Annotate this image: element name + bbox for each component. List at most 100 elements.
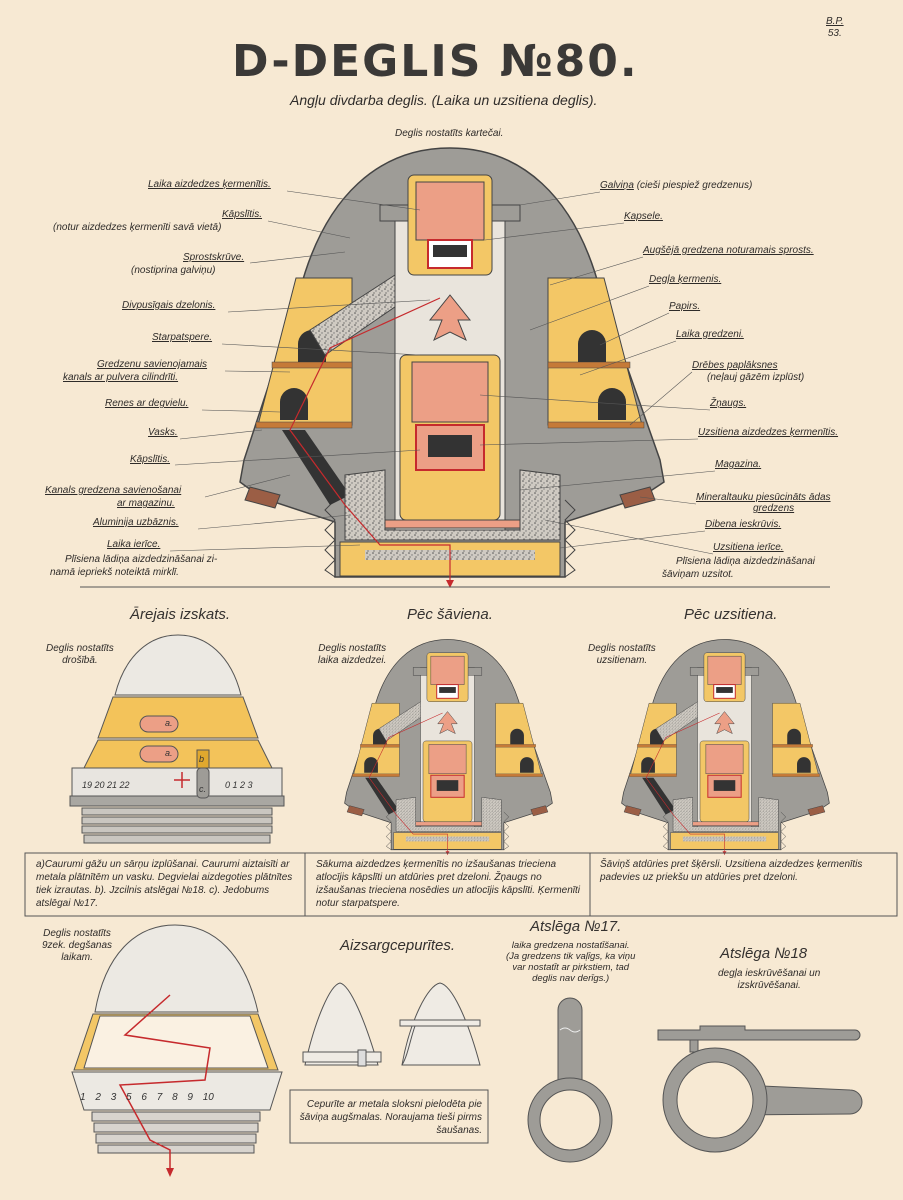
label-head-name: Galviņa [600, 180, 634, 191]
label-head: Galviņa (cieši piespiež gredzenus) [600, 180, 752, 192]
label-impact-mechanism-desc-2: šāviņam uzsitot. [662, 569, 734, 580]
scale-num: 10 [202, 1092, 214, 1103]
note-line: drošībā. [62, 655, 98, 666]
time-set-cutaway-fuse [71, 924, 283, 1177]
scale-num: 5 [126, 1092, 132, 1103]
sheet-code: B.P.53. [826, 16, 844, 40]
page-subtitle: Angļu divdarba deglis. (Laika un uzsitie… [290, 92, 598, 108]
label-impact-mechanism: Uzsitiena ierīce. [713, 542, 784, 553]
heading-after-firing: Pēc šāviena. [407, 606, 493, 623]
heading-external-view: Ārejais izskats. [130, 606, 231, 623]
mark-a-lower: a. [165, 748, 173, 758]
label-lock-screw-note: (nostiprina galviņu) [131, 265, 216, 276]
key-18-drawing [657, 1025, 863, 1153]
note-line: laika gredzena nostatīšanai. [511, 940, 630, 951]
label-leather-ring-2: gredzens [753, 503, 795, 514]
key-17-note: laika gredzena nostatīšanai.(Ja gredzens… [506, 940, 635, 984]
mark-b: b [199, 754, 205, 764]
note-line: degļa ieskrūvēšanai un [718, 968, 821, 979]
scale-num: 6 [141, 1092, 147, 1103]
sheet-code-number: 53. [827, 28, 842, 39]
label-upper-ring-lock: Augšējā gredzena noturamais sprosts. [643, 245, 814, 256]
label-cloth-washers-note: (neļauj gāzēm izplūst) [707, 372, 805, 383]
after-impact-cutaway [621, 639, 830, 856]
label-magazine: Magazina. [715, 459, 762, 470]
mark-a-upper: a. [165, 718, 173, 728]
label-bent-clip: Kāpslītis. [222, 209, 263, 220]
label-time-mechanism-desc: Plīsiena lādiņa aizdedzināšanai zi- [65, 554, 218, 565]
scale-num: 7 [156, 1092, 163, 1103]
label-capsule: Kapsele. [624, 211, 663, 222]
note-line: (Ja gredzens tik vaļīgs, ka viņu [506, 951, 636, 962]
main-setting-caption: Deglis nostatīts kartečai. [395, 128, 504, 139]
note-line: Deglis nostatīts [318, 643, 387, 654]
label-time-rings: Laika gredzeni. [676, 329, 744, 340]
heading-key-18: Atslēga №18 [720, 945, 808, 962]
scale-num: 8 [172, 1092, 178, 1103]
heading-key-17: Atslēga №17. [530, 918, 622, 935]
caption-external-view: a)Caurumi gāžu un sārņu izplūšanai. Caur… [36, 859, 293, 909]
scale-num: 1 [80, 1092, 86, 1103]
label-double-needle: Divpusīgais dzelonis. [122, 300, 216, 311]
note-line: 9zek. degšanas [42, 940, 113, 951]
label-lock-screw: Sprostskrūve. [183, 252, 245, 263]
label-leather-ring: Mineraltauku piesūcināts ādas [696, 492, 831, 503]
scale-left-numbers: 19 20 21 22 [82, 780, 130, 790]
label-magazine-channel: Kanals gredzena savienošanai [45, 485, 182, 496]
label-bent-clip-lower: Kāpslītis. [130, 454, 171, 465]
label-bottom-plug: Dibena ieskrūvis. [705, 519, 782, 530]
mark-c: c. [199, 784, 207, 794]
note-line: laika aizdedzei. [318, 655, 387, 666]
note-line: var nostatīt ar pirkstiem, tad [512, 962, 630, 973]
cutaway-scale-numbers: 1 2 3 5 6 7 8 9 10 [80, 1092, 214, 1103]
label-wax: Vasks. [148, 427, 178, 438]
heading-protective-caps: Aizsargcepurītes. [340, 937, 456, 954]
page-title: D-DEGLIS №80. [232, 36, 639, 87]
label-ring-channel: Gredzenu savienojamais [97, 359, 208, 370]
sheet-code-series: B.P. [826, 16, 844, 27]
label-clamp: Žņaugs. [710, 398, 747, 409]
scale-num: 2 [95, 1092, 101, 1103]
after-firing-cutaway [344, 639, 553, 856]
note-line: deglis nav derīgs.) [532, 973, 610, 984]
heading-after-impact: Pēc uzsitiena. [684, 606, 778, 623]
note-line: laikam. [61, 952, 93, 963]
scale-num: 3 [110, 1092, 117, 1103]
label-time-detonator-body: Laika aizdedzes ķermenītis. [148, 179, 271, 190]
label-spacer-spring: Starpatspere. [152, 332, 213, 343]
label-fuse-body: Degļa ķermenis. [649, 274, 722, 285]
scale-num: 9 [187, 1092, 193, 1103]
note-line: uzsitienam. [596, 655, 648, 666]
label-impact-mechanism-desc: Plīsiena lādiņa aizdedzināšanai [676, 556, 815, 567]
label-bent-clip-note: (notur aizdedzes ķermenīti savā vietā) [53, 222, 222, 233]
label-paper: Papirs. [669, 301, 701, 312]
external-view-fuse [69, 634, 285, 844]
caps-caption-frame [289, 1089, 489, 1144]
label-aluminium-cap: Aluminija uzbāznis. [93, 517, 179, 528]
main-fuse-cutaway [239, 147, 665, 588]
scale-right-numbers: 0 1 2 3 [225, 780, 253, 790]
label-time-mechanism: Laika ierīce. [107, 539, 161, 550]
label-fuel-grooves: Renes ar degvielu. [105, 398, 189, 409]
note-line: Deglis nostatīts [46, 643, 114, 654]
note-line: izskrūvēšanai. [737, 980, 801, 991]
note-line: Deglis nostatīts [588, 643, 656, 654]
label-magazine-channel-2: ar magazinu. [117, 498, 175, 509]
caption-after-impact: Šāviņš atdūries pret šķērsli. Uzsitiena … [600, 859, 863, 883]
note-line: Deglis nostatīts [43, 928, 111, 939]
label-time-mechanism-desc-2: namā iepriekš noteiktā mirklī. [50, 567, 179, 578]
captions-frame [24, 852, 898, 917]
label-cloth-washers: Drēbes paplāksnes [692, 360, 778, 371]
key-17-drawing [527, 997, 613, 1163]
caps-caption: Cepurīte ar metala sloksni pielodēta pie… [299, 1099, 482, 1136]
protective-caps [302, 982, 481, 1067]
leader-lines [169, 190, 716, 555]
label-head-note: (cieši piespiež gredzenus) [636, 180, 753, 191]
label-impact-detonator-body: Uzsitiena aizdedzes ķermenītis. [698, 427, 839, 438]
